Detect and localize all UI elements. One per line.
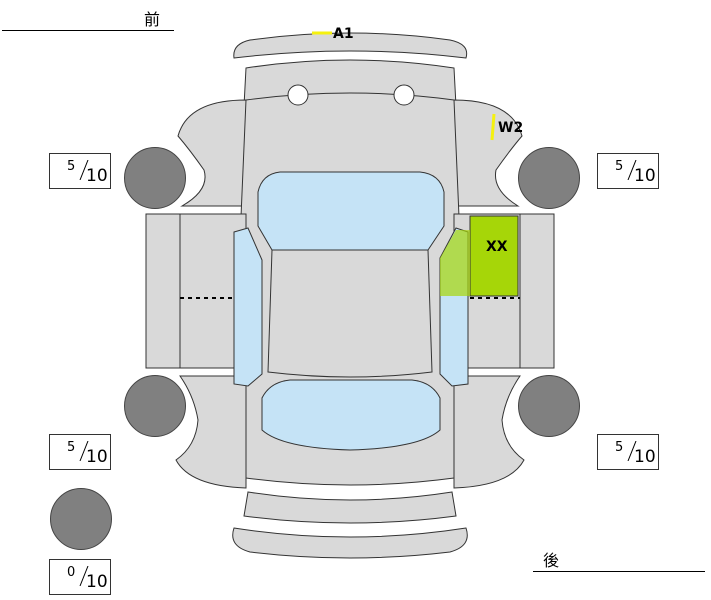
damage-code-w2: W2 <box>498 120 524 136</box>
tire-front-left <box>124 147 186 209</box>
headlight-left <box>287 84 309 106</box>
tire-tread-value: 5 <box>615 440 624 455</box>
tire-rear-left <box>124 375 186 437</box>
front-label-underline <box>2 30 174 31</box>
damage-panel-right-pillar <box>440 230 470 296</box>
rear-right-fender <box>453 375 525 489</box>
right-side-sill <box>519 213 555 369</box>
fraction-slash <box>79 566 89 586</box>
tire-tread-denominator: 10 <box>86 447 108 467</box>
rear-window <box>261 379 441 451</box>
tire-tread-value: 5 <box>615 159 624 174</box>
front-left-fender <box>177 99 247 207</box>
tire-tread-rear-left: 5 10 <box>49 434 111 470</box>
damage-code-a1: A1 <box>333 26 354 42</box>
front-bumper <box>233 32 468 59</box>
rear-label-underline <box>533 571 705 572</box>
rear-left-fender <box>175 375 247 489</box>
damage-panel-right-front-door <box>469 215 519 297</box>
rear-label: 後 <box>543 551 560 570</box>
tire-tread-denominator: 10 <box>86 166 108 186</box>
tire-tread-value: 0 <box>67 565 76 580</box>
tire-tread-denominator: 10 <box>634 447 656 467</box>
tire-tread-denominator: 10 <box>86 572 108 592</box>
headlight-right <box>393 84 415 106</box>
left-side-window <box>233 227 263 387</box>
left-side-sill <box>145 213 181 369</box>
tire-tread-front-left: 5 10 <box>49 153 111 189</box>
fraction-slash <box>627 441 637 461</box>
tire-tread-value: 5 <box>67 159 76 174</box>
tire-rear-right <box>518 375 580 437</box>
damage-code-xx: XX <box>486 239 508 255</box>
tire-tread-value: 5 <box>67 440 76 455</box>
windshield <box>257 171 445 251</box>
rear-bumper <box>232 527 468 559</box>
trunk-panel <box>243 491 457 524</box>
front-label: 前 <box>144 10 161 29</box>
damage-mark-w2-stroke <box>490 113 496 141</box>
fraction-slash <box>79 441 89 461</box>
front-right-fender <box>453 99 523 207</box>
tire-tread-front-right: 5 10 <box>597 153 659 189</box>
tire-front-right <box>518 147 580 209</box>
tire-tread-rear-right: 5 10 <box>597 434 659 470</box>
roof-panel <box>267 244 433 378</box>
tire-tread-denominator: 10 <box>634 166 656 186</box>
tire-spare <box>50 488 112 550</box>
tire-tread-spare: 0 10 <box>49 559 111 595</box>
fraction-slash <box>627 160 637 180</box>
fraction-slash <box>79 160 89 180</box>
